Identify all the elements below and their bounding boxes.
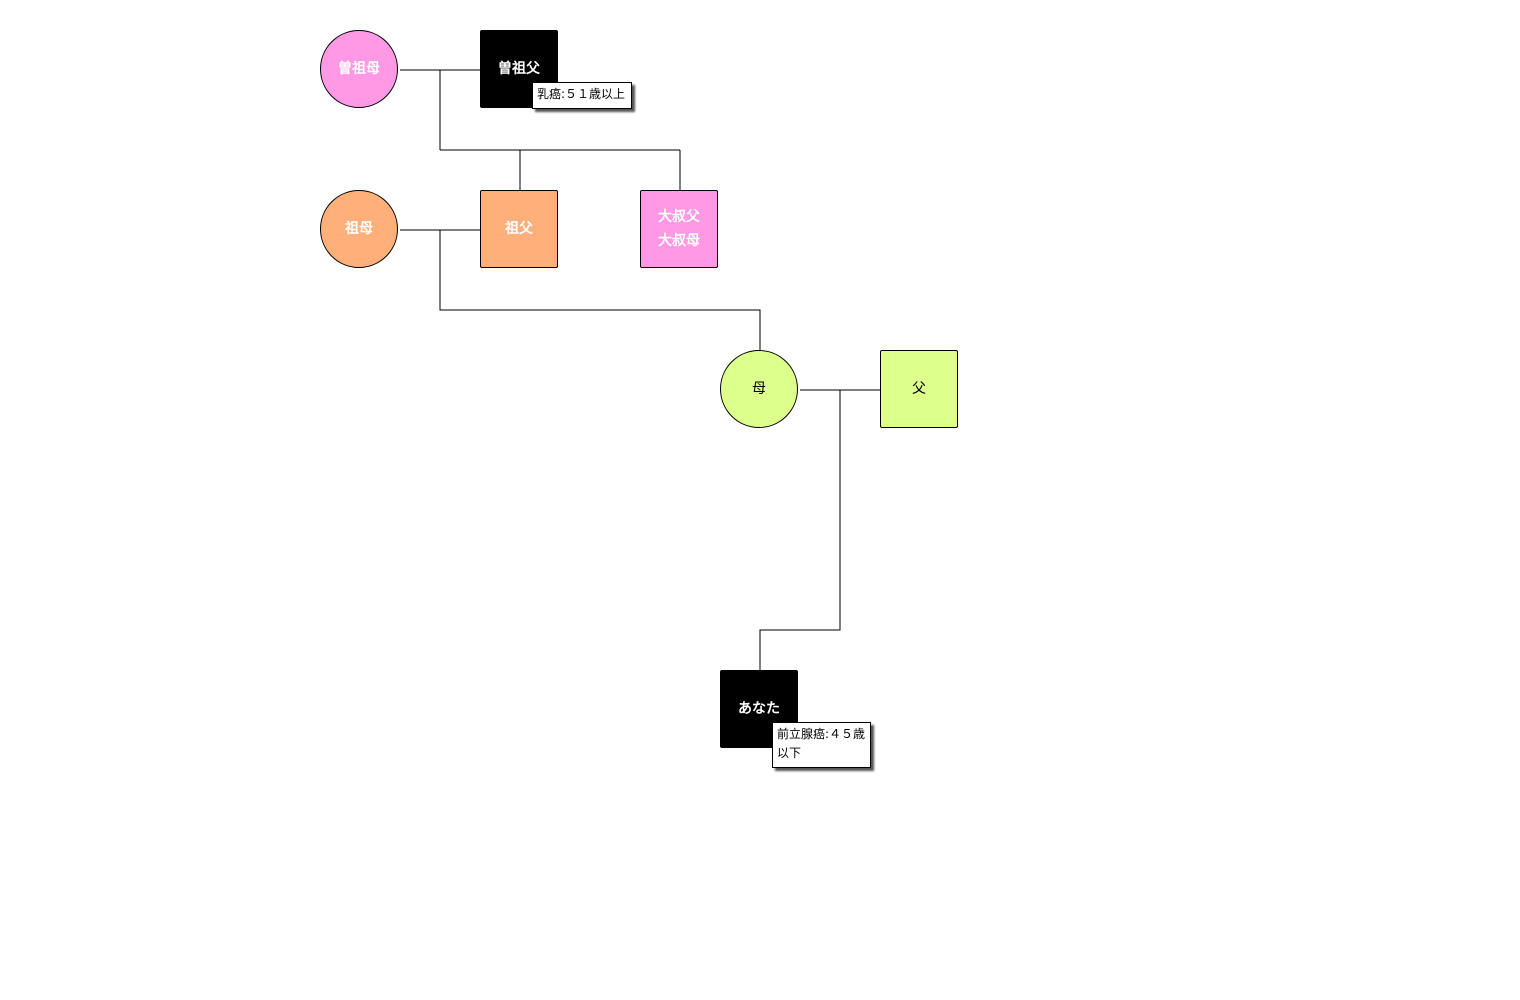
great-grandmother-node[interactable]: 曽祖母 [320,30,398,108]
great-aunt-label: 大叔母 [658,233,700,249]
you-label: あなた [738,701,780,717]
mother-node[interactable]: 母 [720,350,798,428]
grandmother-label: 祖母 [345,221,373,237]
grandmother-node[interactable]: 祖母 [320,190,398,268]
great-grandfather-condition-text: 乳癌:５１歳以上 [537,87,626,101]
you-condition-text: 前立腺癌:４５歳以下 [777,727,866,760]
grandfather-node[interactable]: 祖父 [480,190,558,268]
descent-line-grandparents [439,230,761,350]
great-grandfather-node[interactable]: 曽祖父 [480,30,558,108]
great-grandfather-condition-note: 乳癌:５１歳以上 [532,82,632,109]
father-node[interactable]: 父 [880,350,958,428]
grandfather-label: 祖父 [505,221,533,237]
great-uncle-label: 大叔父 [658,209,700,225]
great-grandmother-label: 曽祖母 [338,61,380,77]
you-condition-note: 前立腺癌:４５歳以下 [772,722,871,768]
great-uncle-aunt-node[interactable]: 大叔父 大叔母 [640,190,718,268]
father-label: 父 [912,381,926,397]
great-grandfather-label: 曽祖父 [498,61,540,77]
descent-line-parents [759,390,841,670]
mother-label: 母 [752,381,766,397]
